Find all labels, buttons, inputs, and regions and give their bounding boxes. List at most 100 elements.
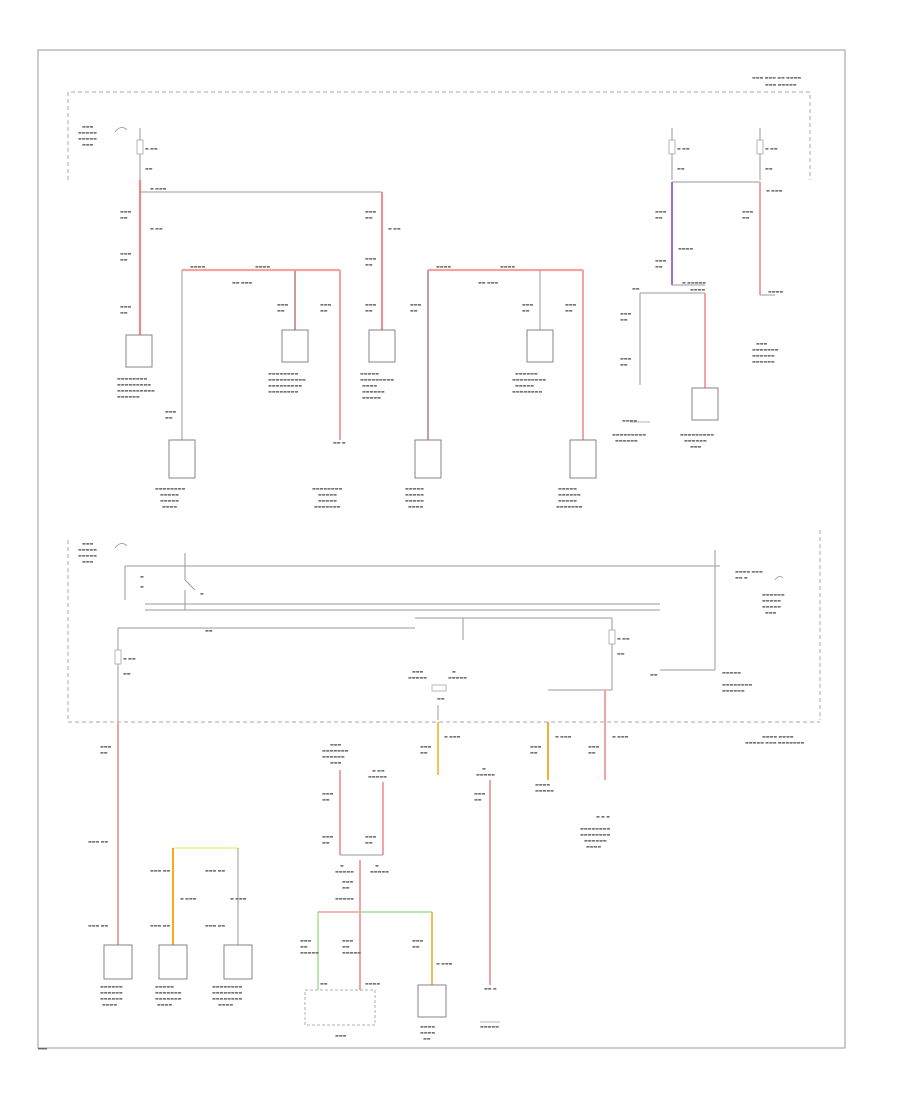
svg-text:▬▬: ▬▬ — [365, 215, 373, 220]
svg-text:▬▬: ▬▬ — [423, 1036, 431, 1041]
ground-symbol-icon — [480, 421, 650, 1023]
svg-text:▬▬▬: ▬▬▬ — [320, 302, 332, 307]
svg-text:▬▬▬▬▬▬: ▬▬▬▬▬▬ — [752, 353, 775, 358]
svg-text:▬▬▬▬▬▬▬: ▬▬▬▬▬▬▬ — [155, 990, 182, 995]
svg-text:▬▬▬: ▬▬▬ — [522, 302, 534, 307]
svg-text:▬▬▬▬: ▬▬▬▬ — [436, 264, 451, 269]
svg-text:▬▬▬▬▬▬: ▬▬▬▬▬▬ — [615, 438, 638, 443]
svg-text:▬▬▬: ▬▬▬ — [322, 834, 334, 839]
svg-text:▬▬▬▬▬▬▬: ▬▬▬▬▬▬▬ — [556, 504, 583, 509]
svg-text:▬▬▬▬: ▬▬▬▬ — [408, 504, 423, 509]
svg-text:▬▬: ▬▬ — [655, 215, 663, 220]
svg-text:▬▬: ▬▬ — [365, 308, 373, 313]
svg-text:▬▬: ▬▬ — [650, 672, 658, 677]
component-box — [691, 387, 719, 421]
svg-text:▬▬: ▬▬ — [165, 415, 173, 420]
svg-text:▬▬▬▬▬ ▬▬▬ ▬▬▬▬▬▬▬: ▬▬▬▬▬ ▬▬▬ ▬▬▬▬▬▬▬ — [745, 740, 804, 745]
svg-text:▬ ▬▬: ▬ ▬▬ — [388, 226, 401, 231]
svg-text:▬ ▬▬: ▬ ▬▬ — [765, 146, 778, 151]
svg-text:▬▬▬▬▬: ▬▬▬▬▬ — [300, 950, 319, 955]
svg-text:▬▬▬: ▬▬▬ — [690, 444, 702, 449]
upper-section: ▬▬▬ ▬▬▬ ▬▬ ▬▬▬▬ ▬▬▬ ▬▬▬▬▬ ▬▬▬ ▬▬▬▬▬ ▬▬▬▬… — [67, 75, 811, 509]
component-box — [526, 329, 554, 363]
svg-text:▬▬▬▬▬: ▬▬▬▬▬ — [480, 1024, 499, 1029]
component-box — [368, 329, 396, 363]
svg-text:▬▬▬▬: ▬▬▬▬ — [157, 1002, 172, 1007]
svg-text:▬▬▬▬▬: ▬▬▬▬▬ — [515, 383, 534, 388]
svg-text:▬▬: ▬▬ — [565, 308, 573, 313]
svg-text:▬▬▬▬▬: ▬▬▬▬▬ — [558, 498, 577, 503]
svg-text:▬: ▬ — [140, 574, 144, 579]
svg-text:▬▬▬▬: ▬▬▬▬ — [622, 418, 637, 423]
svg-text:▬▬: ▬▬ — [277, 308, 285, 313]
svg-text:▬▬: ▬▬ — [620, 317, 628, 322]
svg-text:▬▬▬▬: ▬▬▬▬ — [218, 1002, 233, 1007]
component-box — [223, 944, 253, 980]
svg-text:▬▬▬▬▬: ▬▬▬▬▬ — [762, 604, 781, 609]
svg-text:▬▬: ▬▬ — [300, 944, 308, 949]
svg-text:▬ ▬▬: ▬ ▬▬ — [617, 636, 630, 641]
svg-text:▬▬▬▬▬: ▬▬▬▬▬ — [448, 675, 467, 680]
svg-text:▬▬▬: ▬▬▬ — [365, 834, 377, 839]
svg-text:▬▬: ▬▬ — [588, 750, 596, 755]
svg-text:▬▬▬: ▬▬▬ — [742, 209, 754, 214]
svg-text:▬▬▬▬▬▬: ▬▬▬▬▬▬ — [558, 492, 581, 497]
svg-text:▬▬: ▬▬ — [437, 696, 445, 701]
svg-text:▬▬▬▬: ▬▬▬▬ — [190, 264, 205, 269]
svg-text:▬▬▬▬▬▬: ▬▬▬▬▬▬ — [762, 592, 785, 597]
svg-text:▬ ▬▬▬: ▬ ▬▬▬ — [230, 896, 247, 901]
svg-text:▬▬▬▬▬▬: ▬▬▬▬▬▬ — [684, 438, 707, 443]
svg-text:▬▬▬: ▬▬▬ — [412, 669, 424, 674]
svg-text:▬▬: ▬▬ — [365, 262, 373, 267]
svg-text:▬ ▬▬▬: ▬ ▬▬▬ — [444, 734, 461, 739]
svg-text:▬▬▬: ▬▬▬ — [165, 409, 177, 414]
svg-text:▬▬: ▬▬ — [522, 308, 530, 313]
svg-text:▬▬▬: ▬▬▬ — [412, 938, 424, 943]
svg-text:▬ ▬▬: ▬ ▬▬ — [372, 768, 385, 773]
svg-text:▬▬ ▬▬▬: ▬▬ ▬▬▬ — [232, 280, 252, 285]
svg-text:▬▬▬▬▬: ▬▬▬▬▬ — [362, 395, 381, 400]
svg-text:▬▬ ▬▬▬: ▬▬ ▬▬▬ — [478, 280, 498, 285]
page-code: ▬▬▬ — [38, 1046, 48, 1052]
svg-text:▬ ▬▬: ▬ ▬▬ — [145, 146, 158, 151]
svg-text:▬ ▬▬▬: ▬ ▬▬▬ — [436, 961, 453, 966]
svg-text:▬ ▬▬: ▬ ▬▬ — [677, 146, 690, 151]
component-box — [168, 439, 196, 479]
svg-text:▬: ▬ — [200, 591, 204, 596]
component-box — [281, 329, 309, 363]
svg-text:▬▬: ▬▬ — [412, 944, 420, 949]
svg-text:▬▬▬▬: ▬▬▬▬ — [768, 289, 783, 294]
svg-text:▬▬▬▬▬: ▬▬▬▬▬ — [342, 950, 361, 955]
svg-text:▬▬▬▬: ▬▬▬▬ — [420, 1024, 435, 1029]
svg-text:▬▬▬▬▬▬: ▬▬▬▬▬▬ — [100, 990, 123, 995]
svg-text:▬ ▬ ▬: ▬ ▬ ▬ — [596, 814, 610, 819]
svg-text:▬▬▬▬▬▬▬▬▬: ▬▬▬▬▬▬▬▬▬ — [680, 432, 714, 437]
svg-text:▬▬▬: ▬▬▬ — [474, 791, 486, 796]
svg-text:▬▬▬▬▬▬: ▬▬▬▬▬▬ — [117, 394, 140, 399]
svg-text:▬▬: ▬▬ — [410, 308, 418, 313]
svg-text:▬▬▬▬▬: ▬▬▬▬▬ — [762, 598, 781, 603]
svg-text:▬▬▬▬▬▬: ▬▬▬▬▬▬ — [362, 389, 385, 394]
diagram-frame — [37, 49, 846, 1049]
svg-text:▬▬: ▬▬ — [100, 750, 108, 755]
svg-text:▬▬: ▬▬ — [342, 885, 350, 890]
svg-text:▬▬▬: ▬▬▬ — [342, 938, 354, 943]
svg-text:▬ ▬▬▬: ▬ ▬▬▬ — [555, 734, 572, 739]
component-box — [417, 984, 447, 1018]
svg-text:▬▬▬▬▬: ▬▬▬▬▬ — [722, 670, 741, 675]
svg-text:▬ ▬▬▬: ▬ ▬▬▬ — [150, 186, 167, 191]
svg-text:▬▬▬▬▬▬: ▬▬▬▬▬▬ — [515, 371, 538, 376]
component-box — [125, 334, 153, 368]
svg-text:▬▬▬: ▬▬▬ — [335, 1033, 347, 1038]
svg-text:▬▬▬▬▬▬▬▬: ▬▬▬▬▬▬▬▬ — [117, 376, 147, 381]
svg-text:▬▬▬▬▬: ▬▬▬▬▬ — [476, 772, 495, 777]
svg-text:▬▬▬▬▬▬: ▬▬▬▬▬▬ — [752, 359, 775, 364]
svg-text:▬▬: ▬▬ — [205, 628, 213, 633]
svg-text:▬▬▬: ▬▬▬ — [655, 209, 667, 214]
svg-text:▬▬▬: ▬▬▬ — [82, 541, 94, 546]
svg-text:▬▬▬: ▬▬▬ — [620, 311, 632, 316]
svg-text:▬ ▬▬▬: ▬ ▬▬▬ — [180, 896, 197, 901]
svg-text:▬: ▬ — [452, 669, 456, 674]
connector-box — [304, 989, 376, 1026]
